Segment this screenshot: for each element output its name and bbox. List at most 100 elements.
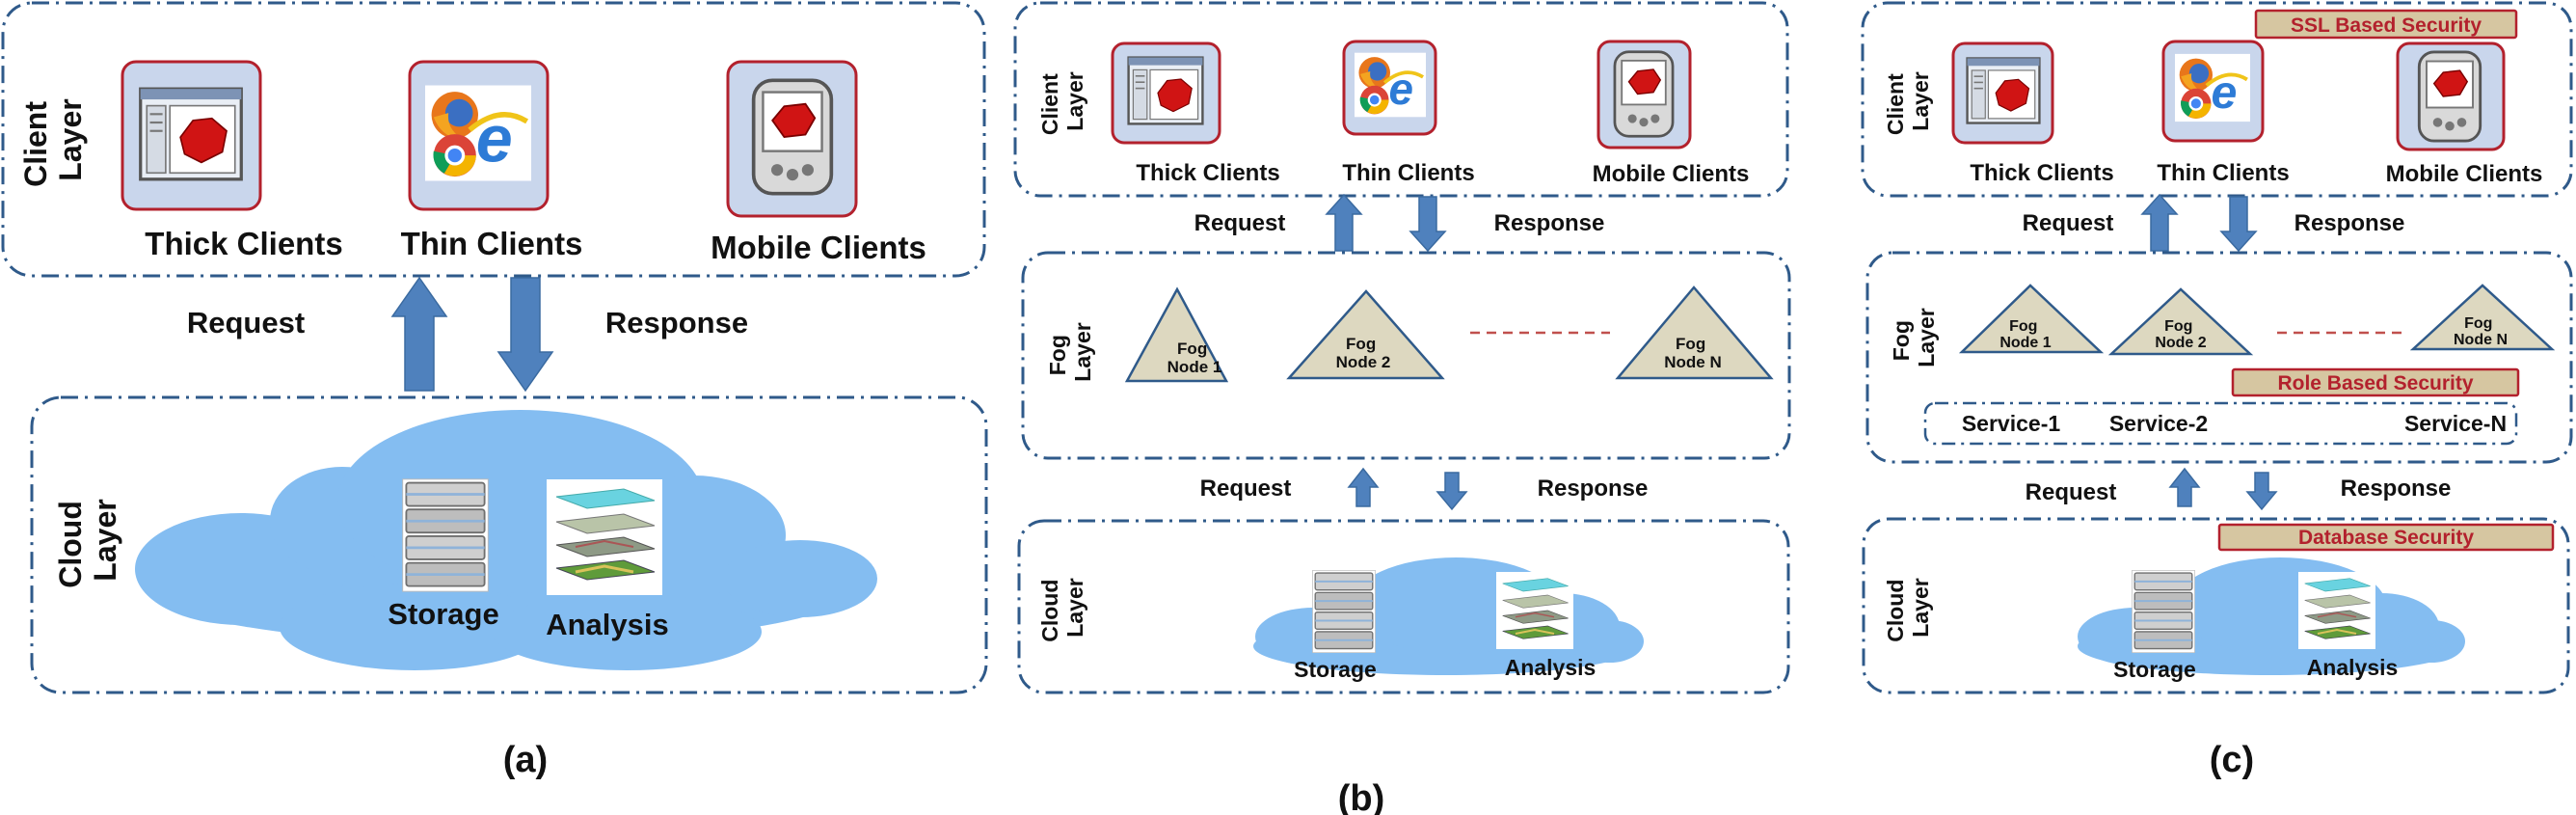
thick-clients-label: Thick Clients [1136,160,1279,186]
response-label: Response [605,306,748,340]
cloud-layer-label-line2: Layer [1908,578,1933,637]
fog-layer-box [1865,251,2573,464]
client-layer-label: Client Layer [18,93,88,187]
analysis-label: Analysis [2307,655,2399,680]
client-layer-label: Client Layer [1037,68,1087,135]
fog-node-1-line2: Node 1 [1167,358,1222,376]
analysis-label: Analysis [1505,655,1597,680]
storage-server-icon [1311,569,1377,654]
thick-client-icon [1127,56,1204,125]
fog-node-1-line2: Node 1 [1999,335,2051,351]
thick-clients-label: Thick Clients [1970,160,2113,186]
role-security-label: Role Based Security [2277,372,2473,394]
caption-a: (a) [503,740,548,780]
fog-node-2-label: Fog Node 2 [1336,335,1391,371]
request-label-bottom: Request [1200,475,1292,502]
database-security-badge [2217,523,2555,552]
storage-server-icon [2131,569,2196,654]
cloud-layer-label-line1: Cloud [53,501,88,588]
fog-node-1-label: Fog Node 1 [1167,340,1222,376]
request-arrow [390,276,448,392]
thin-clients-label: Thin Clients [2157,160,2289,186]
fog-layer-label-line2: Layer [1070,322,1095,381]
response-arrow-top [2219,196,2258,253]
services-box [1923,401,2518,446]
browser-icons [425,86,531,181]
role-security-badge [2231,367,2520,397]
storage-server-icon [401,477,490,593]
client-layer-label-line1: Client [1883,73,1908,135]
fog-node-1-line1: Fog [2009,318,2037,335]
fog-node-2-line2: Node 2 [2155,335,2206,351]
layered-map-icon [545,479,664,595]
thick-client-icon [139,87,243,181]
fog-node-2-label: Fog Node 2 [2155,318,2206,351]
ssl-security-badge [2254,9,2518,40]
thin-clients-label: Thin Clients [401,226,583,261]
fog-node-1[interactable] [1124,286,1229,383]
thick-clients-label: Thick Clients [145,226,342,261]
thin-clients-label: Thin Clients [1342,160,1474,186]
request-label-bottom: Request [2026,479,2117,505]
service-n-label[interactable]: Service-N [2404,411,2507,436]
fog-node-n-line2: Node N [2454,332,2508,348]
service-1-label[interactable]: Service-1 [1962,411,2061,436]
response-label-bottom: Response [2341,475,2452,502]
mobile-clients-label: Mobile Clients [2386,161,2543,187]
fog-node-2-line1: Fog [1346,335,1376,353]
database-security-label: Database Security [2298,527,2474,549]
request-arrow-bottom [2168,467,2201,507]
cloud-layer-label: Cloud Layer [1883,573,1933,642]
mobile-clients-label: Mobile Clients [1593,161,1750,187]
fog-node-n[interactable] [1615,285,1774,380]
fog-node-2[interactable] [1286,289,1445,380]
storage-label: Storage [2113,657,2196,682]
thick-client-icon [1966,57,2041,124]
client-layer-box [1861,1,2573,198]
cloud-layer-label: Cloud Layer [53,492,122,588]
request-arrow-top [1325,193,1363,252]
client-layer-label-line2: Layer [1062,71,1087,130]
client-layer-label-line1: Client [1037,73,1062,135]
response-label-bottom: Response [1538,475,1649,502]
fog-node-1-line1: Fog [1177,340,1207,358]
fog-node-n-line2: Node N [1664,353,1722,371]
cloud-layer-box [1862,517,2570,694]
request-label-top: Request [2023,210,2114,236]
cloud-layer-label-line1: Cloud [1037,580,1062,642]
response-arrow [496,277,554,393]
client-layer-label: Client Layer [1883,68,1933,135]
caption-b: (b) [1338,778,1385,815]
ssl-security-label: SSL Based Security [2291,14,2482,37]
fog-node-1[interactable] [1958,284,2105,354]
cloud-layer-label: Cloud Layer [1037,573,1087,642]
fog-node-n-label: Fog Node N [2454,315,2508,348]
browser-icons [2175,53,2250,122]
layered-map-icon [2296,572,2377,649]
mobile-device-icon [1613,50,1675,138]
fog-layer-label-line1: Fog [1045,335,1070,375]
client-layer-label-line2: Layer [53,98,88,180]
client-layer-label-line2: Layer [1908,71,1933,130]
cloud-shape [135,410,877,670]
cloud-layer-label-line1: Cloud [1883,580,1908,642]
service-2-label[interactable]: Service-2 [2109,411,2208,436]
cloud-layer-box [30,395,988,694]
client-layer-box [1,1,986,278]
response-arrow-bottom [1436,472,1468,511]
fog-layer-label: Fog Layer [1045,322,1095,381]
cloud-layer-box [1017,519,1790,694]
fog-node-2-line2: Node 2 [1336,353,1391,371]
fog-layer-label: Fog Layer [1889,308,1939,367]
fog-node-2[interactable] [2107,287,2254,356]
response-label-top: Response [1494,210,1605,236]
layered-map-icon [1494,572,1575,649]
caption-c: (c) [2210,740,2254,780]
client-layer-label-line1: Client [18,101,53,187]
mobile-device-icon [751,78,834,196]
fog-layer-box [1021,251,1791,460]
mobile-device-icon [2417,50,2482,143]
panel-a: Client Layer Thick Clients Thin Clients … [1,1,988,780]
browser-icons [1355,51,1426,119]
fog-node-n[interactable] [2409,284,2556,351]
